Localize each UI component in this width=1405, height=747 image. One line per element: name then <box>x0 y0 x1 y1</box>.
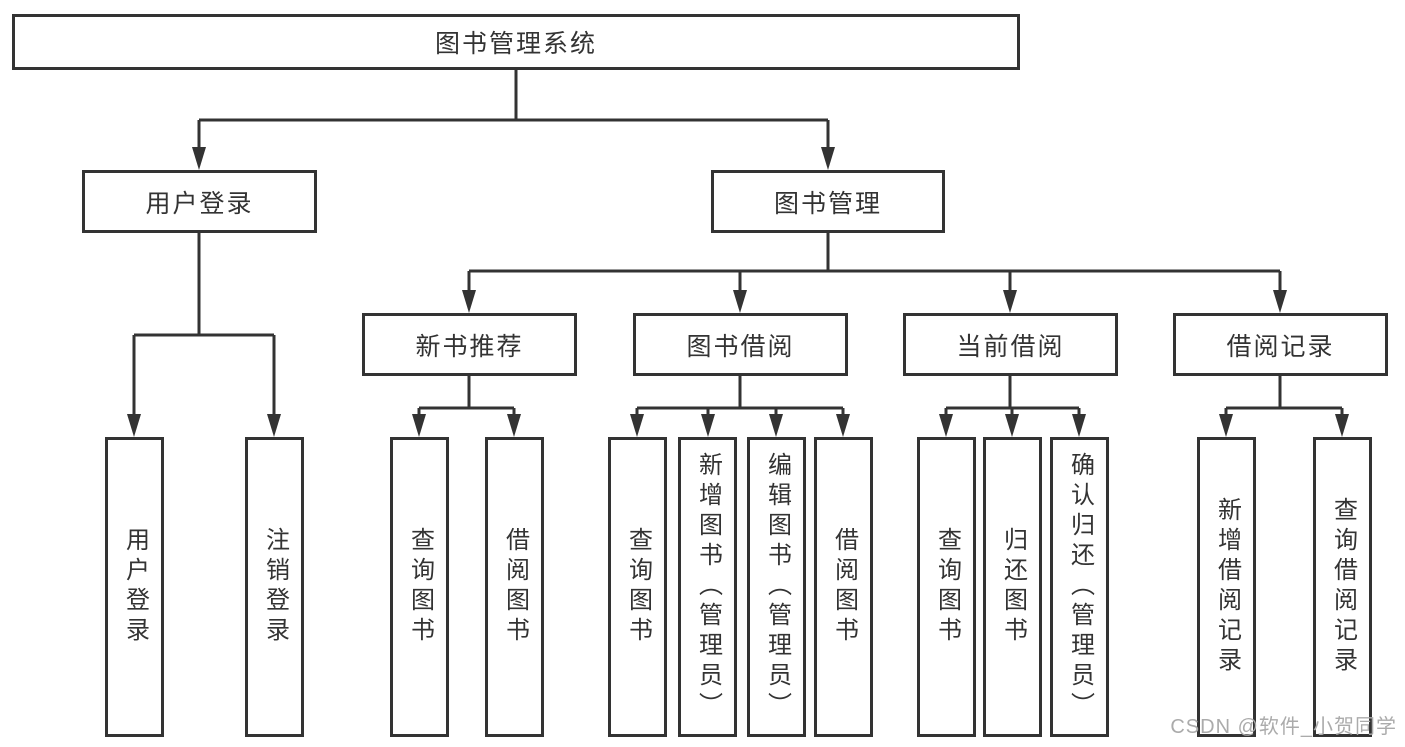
node-label: 用户登录 <box>121 527 149 647</box>
node-label: 归还图书 <box>999 527 1027 647</box>
node-leaf-add-borrow-record: 新增借阅记录 <box>1197 437 1256 737</box>
node-label: 图书管理 <box>773 189 882 218</box>
node-book-borrow: 图书借阅 <box>633 313 848 376</box>
node-leaf-user-login: 用户登录 <box>105 437 164 737</box>
node-label: 新增图书（管理员） <box>694 452 722 722</box>
node-leaf-query-books-2: 查询图书 <box>608 437 667 737</box>
node-leaf-edit-book-admin: 编辑图书（管理员） <box>747 437 806 737</box>
node-leaf-logout: 注销登录 <box>245 437 304 737</box>
node-label: 查询借阅记录 <box>1329 497 1357 677</box>
node-leaf-query-books-3: 查询图书 <box>917 437 976 737</box>
node-label: 确认归还（管理员） <box>1066 452 1094 722</box>
node-leaf-query-borrow-record: 查询借阅记录 <box>1313 437 1372 737</box>
node-label: 图书借阅 <box>686 332 795 361</box>
node-label: 图书管理系统 <box>434 30 597 58</box>
node-label: 查询图书 <box>624 527 652 647</box>
watermark: CSDN @软件_小贺同学 <box>1170 716 1397 738</box>
node-leaf-add-book-admin: 新增图书（管理员） <box>678 437 737 737</box>
node-label: 借阅图书 <box>830 527 858 647</box>
node-label: 编辑图书（管理员） <box>763 452 791 722</box>
node-leaf-return-books: 归还图书 <box>983 437 1042 737</box>
node-root: 图书管理系统 <box>12 14 1020 70</box>
node-new-book-recommend: 新书推荐 <box>362 313 577 376</box>
node-label: 查询图书 <box>406 527 434 647</box>
node-label: 用户登录 <box>145 189 254 218</box>
node-label: 查询图书 <box>933 527 961 647</box>
node-label: 借阅图书 <box>501 527 529 647</box>
node-label: 注销登录 <box>261 527 289 647</box>
node-current-borrow: 当前借阅 <box>903 313 1118 376</box>
node-leaf-borrow-books-1: 借阅图书 <box>485 437 544 737</box>
node-user-login: 用户登录 <box>82 170 317 233</box>
node-label: 新增借阅记录 <box>1213 497 1241 677</box>
node-label: 新书推荐 <box>415 332 524 361</box>
node-leaf-borrow-books-2: 借阅图书 <box>814 437 873 737</box>
node-label: 借阅记录 <box>1226 332 1335 361</box>
node-book-management: 图书管理 <box>711 170 945 233</box>
node-borrow-records: 借阅记录 <box>1173 313 1388 376</box>
node-leaf-confirm-return-admin: 确认归还（管理员） <box>1050 437 1109 737</box>
node-leaf-query-books-1: 查询图书 <box>390 437 449 737</box>
node-label: 当前借阅 <box>956 332 1065 361</box>
